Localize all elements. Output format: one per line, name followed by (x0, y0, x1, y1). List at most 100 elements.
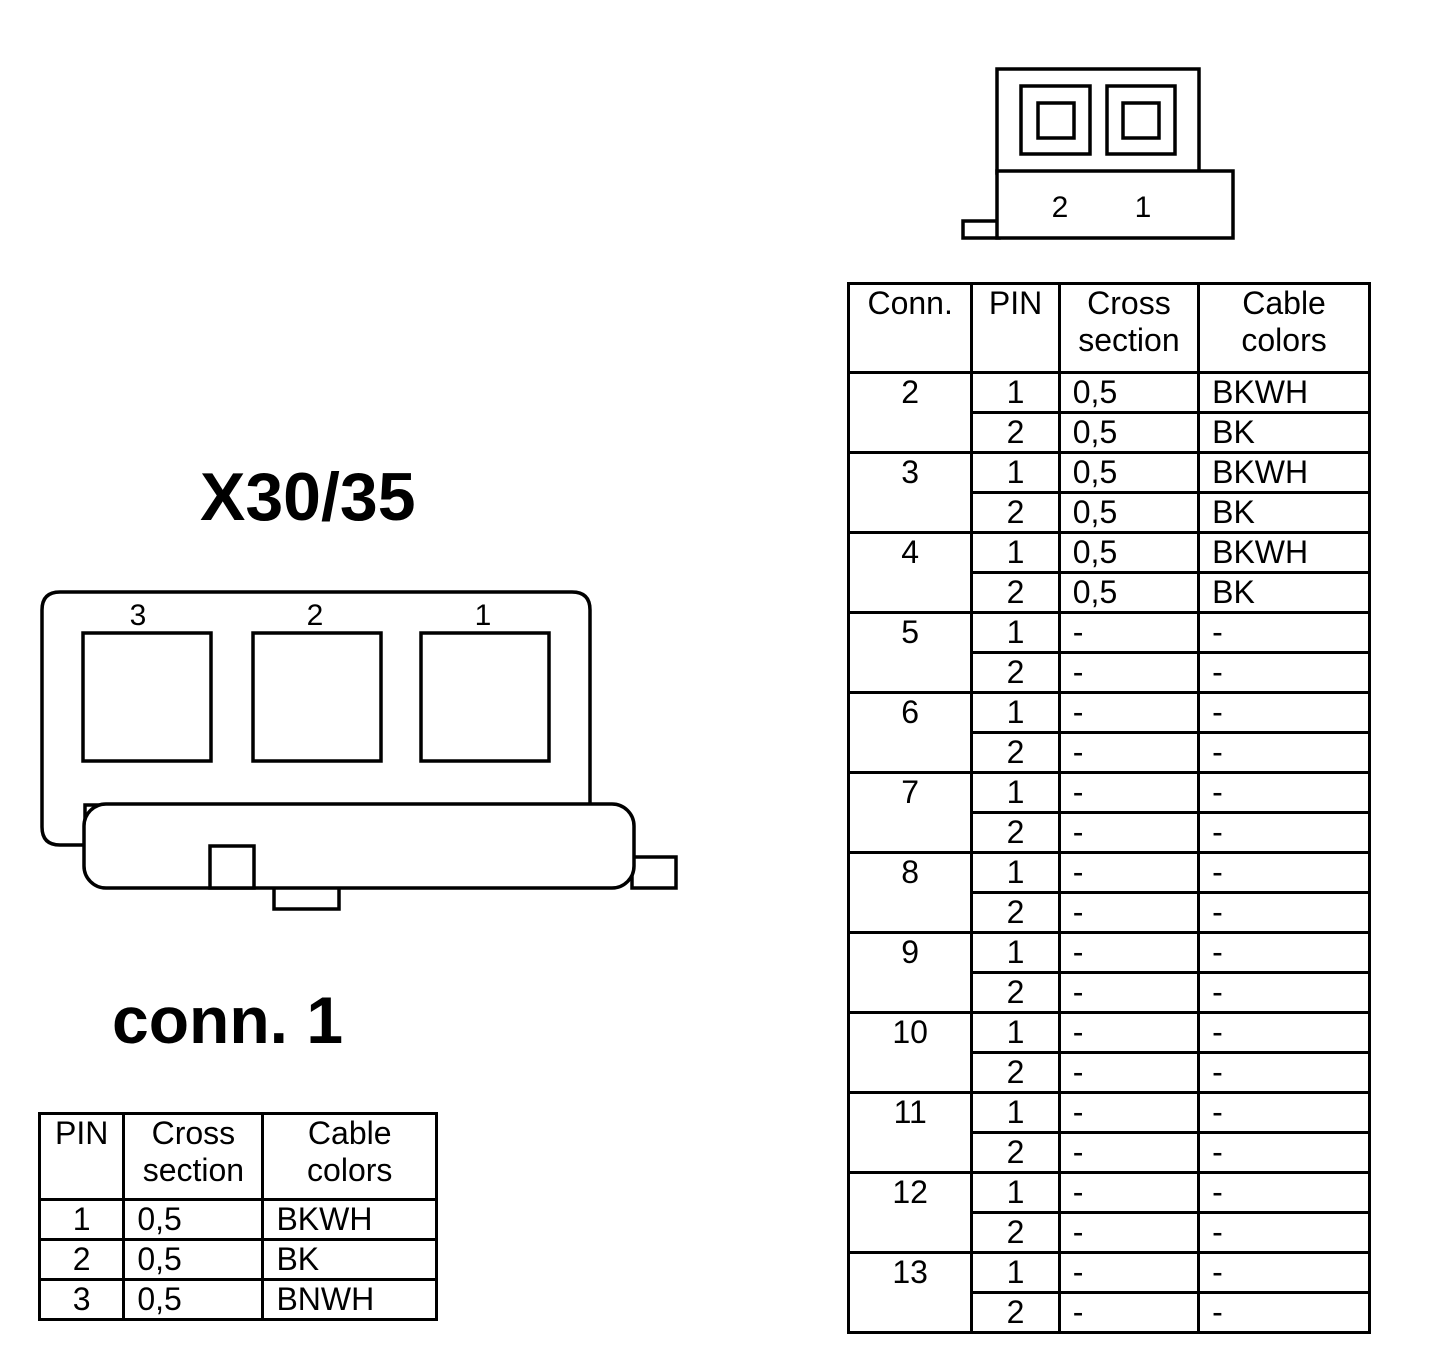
conn-cell: 8 (846, 851, 974, 934)
cross-section-cell: - (1057, 851, 1201, 894)
conn1-label: conn. 1 (112, 983, 344, 1057)
connector-3pin-base (82, 802, 636, 890)
cable-color-cell: - (1197, 651, 1371, 694)
cable-color-cell: BK (1197, 491, 1371, 534)
connector-3pin-tab (208, 844, 256, 890)
conn-cell: 3 (846, 451, 974, 534)
cable-color-cell: BKWH (1197, 371, 1371, 414)
pin-cell: 2 (970, 571, 1061, 614)
cross-section-cell: 0,5 (1057, 531, 1201, 574)
cross-section-cell: 0,5 (1057, 451, 1201, 494)
cable-color-cell: BK (1197, 571, 1371, 614)
conn-cell: 12 (846, 1171, 974, 1254)
pin-label-2: 2 (307, 599, 324, 632)
cable-color-cell: BKWH (1197, 531, 1371, 574)
connector-title: X30/35 (200, 459, 416, 535)
pin-cell: 2 (970, 411, 1061, 454)
cable-color-cell: - (1197, 771, 1371, 814)
cross-section-cell: 0,5 (1057, 411, 1201, 454)
pin2-label: 2 (1052, 191, 1069, 224)
table-row: 2 0,5 BK (37, 1238, 438, 1281)
conn-cell: 10 (846, 1011, 974, 1094)
cross-section-cell: - (1057, 691, 1201, 734)
conn-cell: 2 (846, 371, 974, 454)
pin-cell: 2 (970, 1291, 1061, 1334)
cross-section-cell: - (1057, 1211, 1201, 1254)
cross-section-cell: 0,5 (122, 1198, 265, 1241)
cross-section-cell: - (1057, 1131, 1201, 1174)
cross-section-cell: 0,5 (1057, 371, 1201, 414)
table-row: 2-- (849, 891, 1371, 934)
connector-3pin (40, 590, 678, 911)
cable-color-cell: BK (1197, 411, 1371, 454)
connector-2pin (961, 67, 1235, 240)
pin-cell: 1 (970, 611, 1061, 654)
table-row: 2-- (849, 1211, 1371, 1254)
table-row: 1 0,5 BKWH (37, 1198, 438, 1241)
pin-cell: 1 (970, 771, 1061, 814)
conn-cell: 7 (846, 771, 974, 854)
conn-cell: 13 (846, 1251, 974, 1334)
table-row: 2-- (849, 1131, 1371, 1174)
cable-color-cell: - (1197, 1051, 1371, 1094)
pin-cell: 1 (970, 1011, 1061, 1054)
cross-section-cell: - (1057, 1251, 1201, 1294)
pin-cell: 2 (970, 811, 1061, 854)
pin-cell: 2 (970, 1131, 1061, 1174)
cross-section-cell: 0,5 (122, 1238, 265, 1281)
conn-cell: 6 (846, 691, 974, 774)
cross-section-cell: - (1057, 771, 1201, 814)
pin-cell: 2 (37, 1238, 126, 1281)
cross-section-cell: - (1057, 1091, 1201, 1134)
cable-color-cell: BKWH (261, 1198, 438, 1241)
pin-cell: 2 (970, 1051, 1061, 1094)
cable-color-cell: - (1197, 1291, 1371, 1334)
cross-section-cell: - (1057, 1171, 1201, 1214)
pin-cell: 2 (970, 731, 1061, 774)
cross-section-cell: - (1057, 731, 1201, 774)
cable-color-cell: BNWH (261, 1278, 438, 1321)
cable-color-cell: - (1197, 1131, 1371, 1174)
pin-cell: 2 (970, 651, 1061, 694)
conn1-pin-table: PIN Cross section Cable colors 1 0,5 BKW… (37, 1112, 438, 1321)
header-cross-section: Cross section (1057, 282, 1201, 374)
pin-label-1: 1 (475, 599, 492, 632)
table-row: 2-- (849, 811, 1371, 854)
pin1-cavity-inner (1121, 101, 1161, 140)
pin-cavity-2 (251, 631, 383, 763)
cross-section-cell: - (1057, 1011, 1201, 1054)
cable-color-cell: - (1197, 1211, 1371, 1254)
table-row: 3 0,5 BNWH (37, 1278, 438, 1321)
cable-color-cell: - (1197, 891, 1371, 934)
header-pin: PIN (970, 282, 1061, 374)
pin-cell: 2 (970, 1211, 1061, 1254)
pin-cell: 1 (970, 931, 1061, 974)
cable-color-cell: BK (261, 1238, 438, 1281)
pin-cell: 1 (970, 1171, 1061, 1214)
pin-cell: 1 (37, 1198, 126, 1241)
cross-section-cell: 0,5 (1057, 571, 1201, 614)
cable-color-cell: - (1197, 811, 1371, 854)
cross-section-cell: - (1057, 611, 1201, 654)
table-row: 2-- (849, 651, 1371, 694)
pin-cavity-1 (419, 631, 551, 763)
pin-cell: 1 (970, 851, 1061, 894)
cable-color-cell: - (1197, 931, 1371, 974)
table-row: 2-- (849, 731, 1371, 774)
table-row: 2-- (849, 1051, 1371, 1094)
cable-color-cell: - (1197, 1091, 1371, 1134)
